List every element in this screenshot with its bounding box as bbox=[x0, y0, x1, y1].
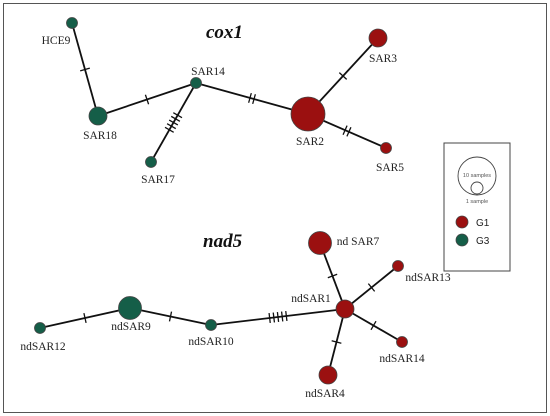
mutation-tick bbox=[83, 312, 87, 324]
nad5-title: nad5 bbox=[203, 231, 243, 252]
node-label-ndSAR12: ndSAR12 bbox=[20, 341, 66, 353]
mutation-tick bbox=[331, 340, 342, 344]
node-label-SAR14: SAR14 bbox=[191, 66, 225, 78]
node-label-ndSAR13: ndSAR13 bbox=[405, 272, 451, 284]
legend-size-circle-large bbox=[457, 156, 497, 196]
mutation-tick bbox=[168, 119, 179, 126]
legend-g1-swatch bbox=[455, 215, 469, 229]
legend-size-circle-small bbox=[470, 181, 484, 195]
mutation-tick bbox=[280, 311, 284, 322]
legend-g1-label: G1 bbox=[476, 218, 490, 229]
haplotype-node-SAR5 bbox=[380, 142, 392, 154]
legend-g3-swatch bbox=[455, 233, 469, 247]
haplotype-node-SAR3 bbox=[368, 28, 388, 48]
haplotype-node-ndSAR14 bbox=[396, 336, 408, 348]
cox1-title: cox1 bbox=[206, 22, 243, 43]
mutation-tick bbox=[166, 123, 177, 130]
haplotype-node-ndSAR9 bbox=[118, 296, 142, 320]
mutation-tick bbox=[268, 312, 271, 324]
node-label-SAR5: SAR5 bbox=[376, 162, 404, 174]
mutation-tick bbox=[168, 311, 173, 322]
nodes-layer bbox=[34, 17, 408, 385]
node-label-HCE9: HCE9 bbox=[42, 35, 71, 47]
node-label-SAR17: SAR17 bbox=[141, 174, 175, 186]
mutation-tick bbox=[248, 92, 252, 103]
node-label-ndSAR10: ndSAR10 bbox=[188, 336, 234, 348]
node-label-ndSAR9: ndSAR9 bbox=[111, 321, 151, 333]
legend-g3-label: G3 bbox=[476, 236, 490, 247]
node-label-SAR3: SAR3 bbox=[369, 53, 397, 65]
legend: 10 samples 1 sample G1 G3 bbox=[443, 142, 511, 272]
haplotype-node-HCE9 bbox=[66, 17, 78, 29]
node-label-ndSAR1: ndSAR1 bbox=[291, 293, 331, 305]
legend-box bbox=[443, 142, 511, 272]
mutation-tick bbox=[327, 273, 338, 279]
node-label-ndSAR4: ndSAR4 bbox=[305, 388, 345, 400]
node-label-ndSAR7: nd SAR7 bbox=[337, 236, 380, 248]
mutation-tick bbox=[370, 320, 377, 331]
mutation-tick bbox=[367, 283, 376, 292]
mutation-tick bbox=[172, 112, 183, 119]
node-label-SAR2: SAR2 bbox=[296, 136, 324, 148]
haplotype-node-ndSAR10 bbox=[205, 319, 217, 331]
mutation-tick bbox=[144, 94, 150, 105]
legend-size-label-large: 10 samples bbox=[463, 173, 491, 179]
mutation-tick bbox=[80, 67, 90, 72]
haplotype-node-ndSAR12 bbox=[34, 322, 46, 334]
node-label-ndSAR14: ndSAR14 bbox=[379, 353, 425, 365]
mutation-tick bbox=[285, 310, 288, 322]
haplotype-node-SAR18 bbox=[88, 106, 108, 126]
legend-size-label-small: 1 sample bbox=[466, 199, 488, 205]
mutation-tick bbox=[164, 126, 175, 133]
mutation-tick bbox=[346, 126, 352, 137]
haplotype-node-ndSAR7 bbox=[308, 231, 332, 255]
node-label-SAR18: SAR18 bbox=[83, 130, 117, 142]
mutation-tick bbox=[338, 72, 348, 80]
haplotype-node-SAR2 bbox=[290, 96, 326, 132]
mutation-tick bbox=[252, 94, 256, 105]
edge-SAR14-SAR2 bbox=[195, 82, 309, 115]
mutation-tick bbox=[276, 311, 280, 323]
mutation-tick bbox=[272, 312, 276, 323]
haplotype-node-SAR14 bbox=[190, 77, 202, 89]
haplotype-node-ndSAR4 bbox=[318, 365, 338, 385]
mutation-tick bbox=[342, 125, 348, 136]
mutation-tick bbox=[170, 115, 181, 122]
haplotype-node-ndSAR1 bbox=[335, 299, 355, 319]
haplotype-node-SAR17 bbox=[145, 156, 157, 168]
haplotype-node-ndSAR13 bbox=[392, 260, 404, 272]
